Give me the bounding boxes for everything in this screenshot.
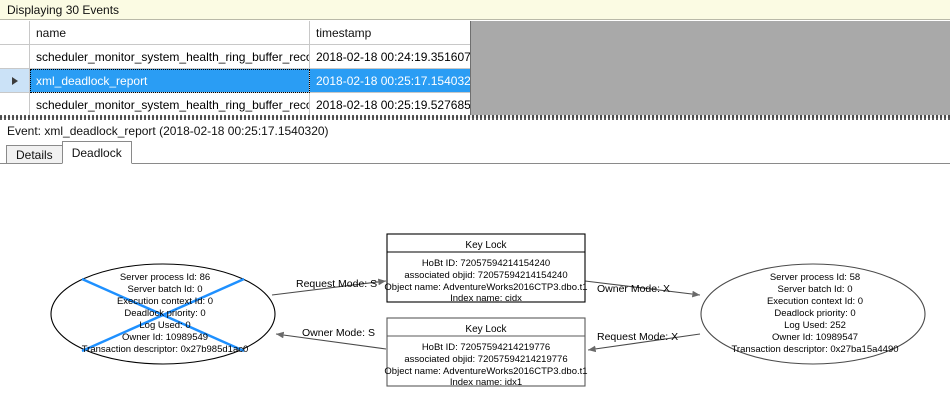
deadlock-graph-canvas[interactable]: Request Mode: S Owner Mode: X Owner Mode… <box>0 163 950 400</box>
event-detail-header: Event: xml_deadlock_report (2018-02-18 0… <box>0 121 950 141</box>
current-row-arrow-icon <box>11 76 18 85</box>
row-timestamp[interactable]: 2018-02-18 00:25:17.1540320 <box>310 69 470 93</box>
table-row[interactable]: xml_deadlock_report 2018-02-18 00:25:17.… <box>0 69 470 93</box>
row-timestamp[interactable]: 2018-02-18 00:24:19.3516078 <box>310 45 470 69</box>
tab-details[interactable]: Details <box>6 145 63 164</box>
victim-line-6: Transaction descriptor: 0x27b985d1ac0 <box>82 344 249 355</box>
deadlock-surviving-process-node[interactable]: Server process Id: 58 Server batch Id: 0… <box>700 263 926 365</box>
key-lock-top-line-3: Index name: cidx <box>450 293 522 304</box>
key-lock-top-line-0: HoBt ID: 72057594214154240 <box>422 258 550 269</box>
deadlock-victim-process-node[interactable]: Server process Id: 86 Server batch Id: 0… <box>50 263 276 365</box>
victim-cross-icon <box>81 277 245 353</box>
edge-request-mode-x: Request Mode: X <box>587 331 701 353</box>
edge-label-owner-mode-s: Owner Mode: S <box>302 327 375 339</box>
victim-line-3: Deadlock priority: 0 <box>124 308 205 319</box>
row-name[interactable]: scheduler_monitor_system_health_ring_buf… <box>30 93 310 117</box>
grid-header-name[interactable]: name <box>30 21 310 45</box>
key-lock-box-top[interactable] <box>386 233 586 303</box>
key-lock-top-line-2: Object name: AdventureWorks2016CTP3.dbo.… <box>384 282 587 293</box>
table-row[interactable]: scheduler_monitor_system_health_ring_buf… <box>0 45 470 69</box>
surviving-line-1: Server batch Id: 0 <box>778 284 853 295</box>
resource-node-key-lock-idx1[interactable]: Key Lock HoBt ID: 72057594214219776 asso… <box>384 317 588 388</box>
key-lock-top-line-1: associated objid: 72057594214154240 <box>404 270 567 281</box>
surviving-line-5: Owner Id: 10989547 <box>772 332 858 343</box>
victim-line-0: Server process Id: 86 <box>120 272 210 283</box>
row-name[interactable]: xml_deadlock_report <box>30 69 310 93</box>
surviving-line-0: Server process Id: 58 <box>770 272 860 283</box>
surviving-line-2: Execution context Id: 0 <box>767 296 863 307</box>
victim-line-5: Owner Id: 10989549 <box>122 332 208 343</box>
surviving-line-6: Transaction descriptor: 0x27ba15a4490 <box>731 344 898 355</box>
grid-header-row: name timestamp <box>0 21 470 45</box>
row-selector[interactable] <box>0 45 30 69</box>
row-name[interactable]: scheduler_monitor_system_health_ring_buf… <box>30 45 310 69</box>
victim-line-2: Execution context Id: 0 <box>117 296 213 307</box>
row-selector[interactable] <box>0 93 30 117</box>
victim-line-1: Server batch Id: 0 <box>128 284 203 295</box>
grid-header-timestamp[interactable]: timestamp <box>310 21 470 45</box>
key-lock-bottom-line-1: associated objid: 72057594214219776 <box>404 354 567 365</box>
grid-header-selector-cell <box>0 21 30 45</box>
key-lock-bottom-title: Key Lock <box>465 324 507 335</box>
table-row[interactable]: scheduler_monitor_system_health_ring_buf… <box>0 93 470 117</box>
edge-request-mode-s: Request Mode: S <box>271 278 387 296</box>
edge-owner-mode-x: Owner Mode: X <box>584 280 701 298</box>
detail-tabstrip: Details Deadlock <box>0 141 950 164</box>
edge-label-request-mode-s: Request Mode: S <box>296 278 377 290</box>
events-grid[interactable]: name timestamp scheduler_monitor_system_… <box>0 21 471 117</box>
key-lock-bottom-line-2: Object name: AdventureWorks2016CTP3.dbo.… <box>384 366 587 377</box>
victim-line-4: Log Used: 0 <box>139 320 190 331</box>
edge-label-request-mode-x: Request Mode: X <box>597 331 678 343</box>
surviving-line-4: Log Used: 252 <box>784 320 846 331</box>
row-timestamp[interactable]: 2018-02-18 00:25:19.5276859 <box>310 93 470 117</box>
surviving-line-3: Deadlock priority: 0 <box>774 308 855 319</box>
events-status-text: Displaying 30 Events <box>7 2 120 17</box>
edge-owner-mode-s: Owner Mode: S <box>275 327 387 350</box>
tab-deadlock[interactable]: Deadlock <box>61 141 132 164</box>
key-lock-bottom-line-0: HoBt ID: 72057594214219776 <box>422 342 550 353</box>
row-selector[interactable] <box>0 69 30 93</box>
edge-label-owner-mode-x: Owner Mode: X <box>597 283 670 295</box>
events-grid-area: name timestamp scheduler_monitor_system_… <box>0 21 950 118</box>
panel-splitter[interactable] <box>0 115 950 120</box>
key-lock-box-bottom[interactable] <box>386 317 586 387</box>
event-detail-header-text: Event: xml_deadlock_report (2018-02-18 0… <box>7 124 329 138</box>
resource-node-key-lock-cidx[interactable]: Key Lock HoBt ID: 72057594214154240 asso… <box>384 233 588 304</box>
key-lock-top-title: Key Lock <box>465 240 507 251</box>
key-lock-bottom-line-3: Index name: idx1 <box>450 377 522 388</box>
surviving-process-ellipse[interactable] <box>700 263 926 365</box>
events-status-bar: Displaying 30 Events <box>0 0 950 20</box>
